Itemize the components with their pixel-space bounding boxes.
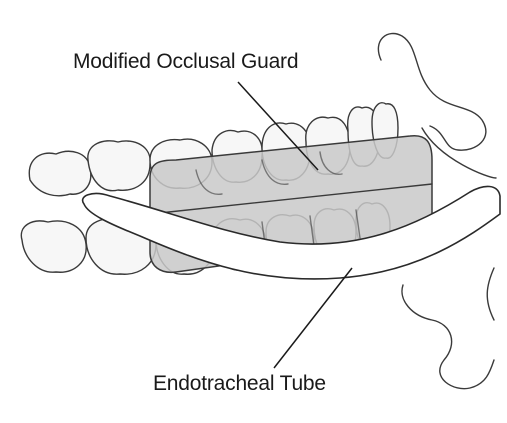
tube-leader-line [274, 268, 352, 368]
tube-label: Endotracheal Tube [153, 372, 326, 396]
guard-label: Modified Occlusal Guard [73, 50, 298, 74]
